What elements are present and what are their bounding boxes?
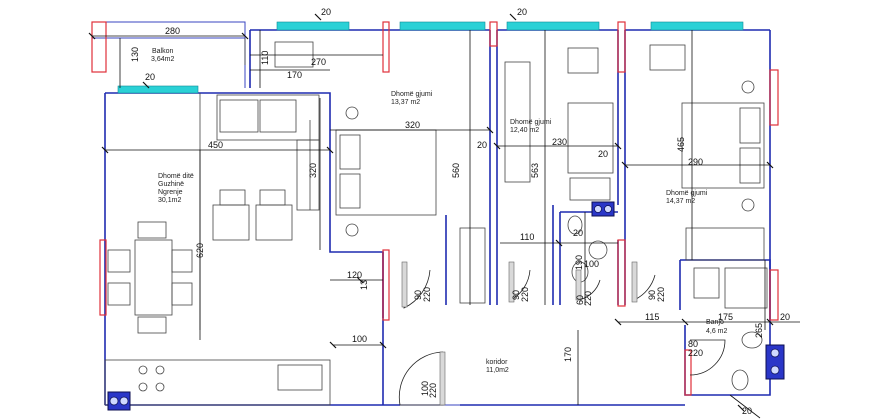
door-b3-height: 220 bbox=[656, 287, 666, 302]
dimension-ticks bbox=[88, 13, 774, 412]
living-area: 30,1m2 bbox=[158, 197, 181, 204]
dim-280: 280 bbox=[165, 26, 180, 36]
dim-290: 290 bbox=[688, 157, 703, 167]
dim-563: 563 bbox=[530, 163, 540, 178]
dim-20-right-1: 20 bbox=[780, 312, 790, 322]
room-labels: Balkon 3,64m2 Dhomë ditë Guzhinë Ngrenje… bbox=[151, 48, 728, 374]
dim-230: 230 bbox=[552, 137, 567, 147]
furniture bbox=[104, 38, 768, 406]
dim-170-top: 170 bbox=[287, 70, 302, 80]
doors bbox=[398, 261, 726, 406]
dim-100-horizontal: 100 bbox=[352, 334, 367, 344]
dim-13: 13 bbox=[359, 280, 369, 290]
dim-450: 450 bbox=[208, 140, 223, 150]
dim-20-balcony: 20 bbox=[145, 72, 155, 82]
dim-20-top-1: 20 bbox=[321, 7, 331, 17]
bedroom-1-name: Dhomë gjumi bbox=[391, 91, 433, 98]
dim-270: 270 bbox=[311, 57, 326, 67]
dim-320-vertical: 320 bbox=[308, 163, 318, 178]
dim-130: 130 bbox=[130, 47, 140, 62]
service-ducts bbox=[107, 201, 785, 411]
dimension-lines bbox=[92, 30, 800, 419]
door-bath-height: 220 bbox=[688, 348, 703, 358]
dim-110-top: 110 bbox=[260, 51, 270, 65]
dim-620: 620 bbox=[195, 243, 205, 258]
living-name-1: Dhomë ditë bbox=[158, 173, 194, 180]
door-wc-height: 220 bbox=[583, 291, 593, 306]
walls bbox=[92, 21, 771, 406]
dim-465: 465 bbox=[676, 137, 686, 152]
door-bath-width: 80 bbox=[688, 339, 698, 349]
door-entry-width: 100 bbox=[420, 381, 430, 396]
dim-20-b2: 20 bbox=[598, 149, 608, 159]
corridor-area: 11,0m2 bbox=[486, 367, 509, 374]
dim-20-wc: 20 bbox=[573, 228, 583, 238]
balcony-name: Balkon bbox=[152, 48, 174, 55]
door-b3-width: 90 bbox=[647, 290, 657, 300]
bathroom-area: 4,6 m2 bbox=[706, 328, 728, 335]
dim-100-wc: 100 bbox=[584, 259, 599, 269]
bedroom-3-area: 14,37 m2 bbox=[666, 198, 695, 205]
living-name-3: Ngrenje bbox=[158, 189, 183, 196]
dim-190: 190 bbox=[574, 255, 584, 270]
door-living-height: 220 bbox=[422, 287, 432, 302]
windows bbox=[117, 21, 744, 94]
dim-265: 265 bbox=[754, 323, 764, 338]
dim-170-vertical: 170 bbox=[563, 347, 573, 362]
bedroom-1-area: 13,37 m2 bbox=[391, 99, 420, 106]
dim-560: 560 bbox=[451, 163, 461, 178]
dimension-labels: 280 130 20 110 170 270 20 20 450 320 320… bbox=[130, 7, 790, 416]
dim-115: 115 bbox=[645, 312, 659, 322]
door-b2-width: 90 bbox=[511, 290, 521, 300]
bedroom-2-name: Dhomë gjumi bbox=[510, 119, 552, 126]
door-wc-width: 60 bbox=[575, 295, 585, 305]
bathroom-name: Banjo bbox=[706, 319, 724, 326]
dim-320-horizontal: 320 bbox=[405, 120, 420, 130]
dim-175: 175 bbox=[718, 312, 733, 322]
red-wall-marks bbox=[91, 21, 779, 396]
bedroom-2-area: 12,40 m2 bbox=[510, 127, 539, 134]
dim-120: 120 bbox=[347, 270, 362, 280]
door-b2-height: 220 bbox=[520, 287, 530, 302]
living-name-2: Guzhinë bbox=[158, 181, 184, 188]
door-entry-height: 220 bbox=[428, 383, 438, 398]
door-living-width: 90 bbox=[413, 290, 423, 300]
dim-20-b1: 20 bbox=[477, 140, 487, 150]
dim-110-mid: 110 bbox=[520, 232, 534, 242]
balcony-area: 3,64m2 bbox=[151, 56, 174, 63]
bedroom-3-name: Dhomë gjumi bbox=[666, 190, 708, 197]
corridor-name: koridor bbox=[486, 359, 508, 366]
dim-20-right-2: 20 bbox=[742, 406, 752, 416]
dim-20-top-2: 20 bbox=[517, 7, 527, 17]
